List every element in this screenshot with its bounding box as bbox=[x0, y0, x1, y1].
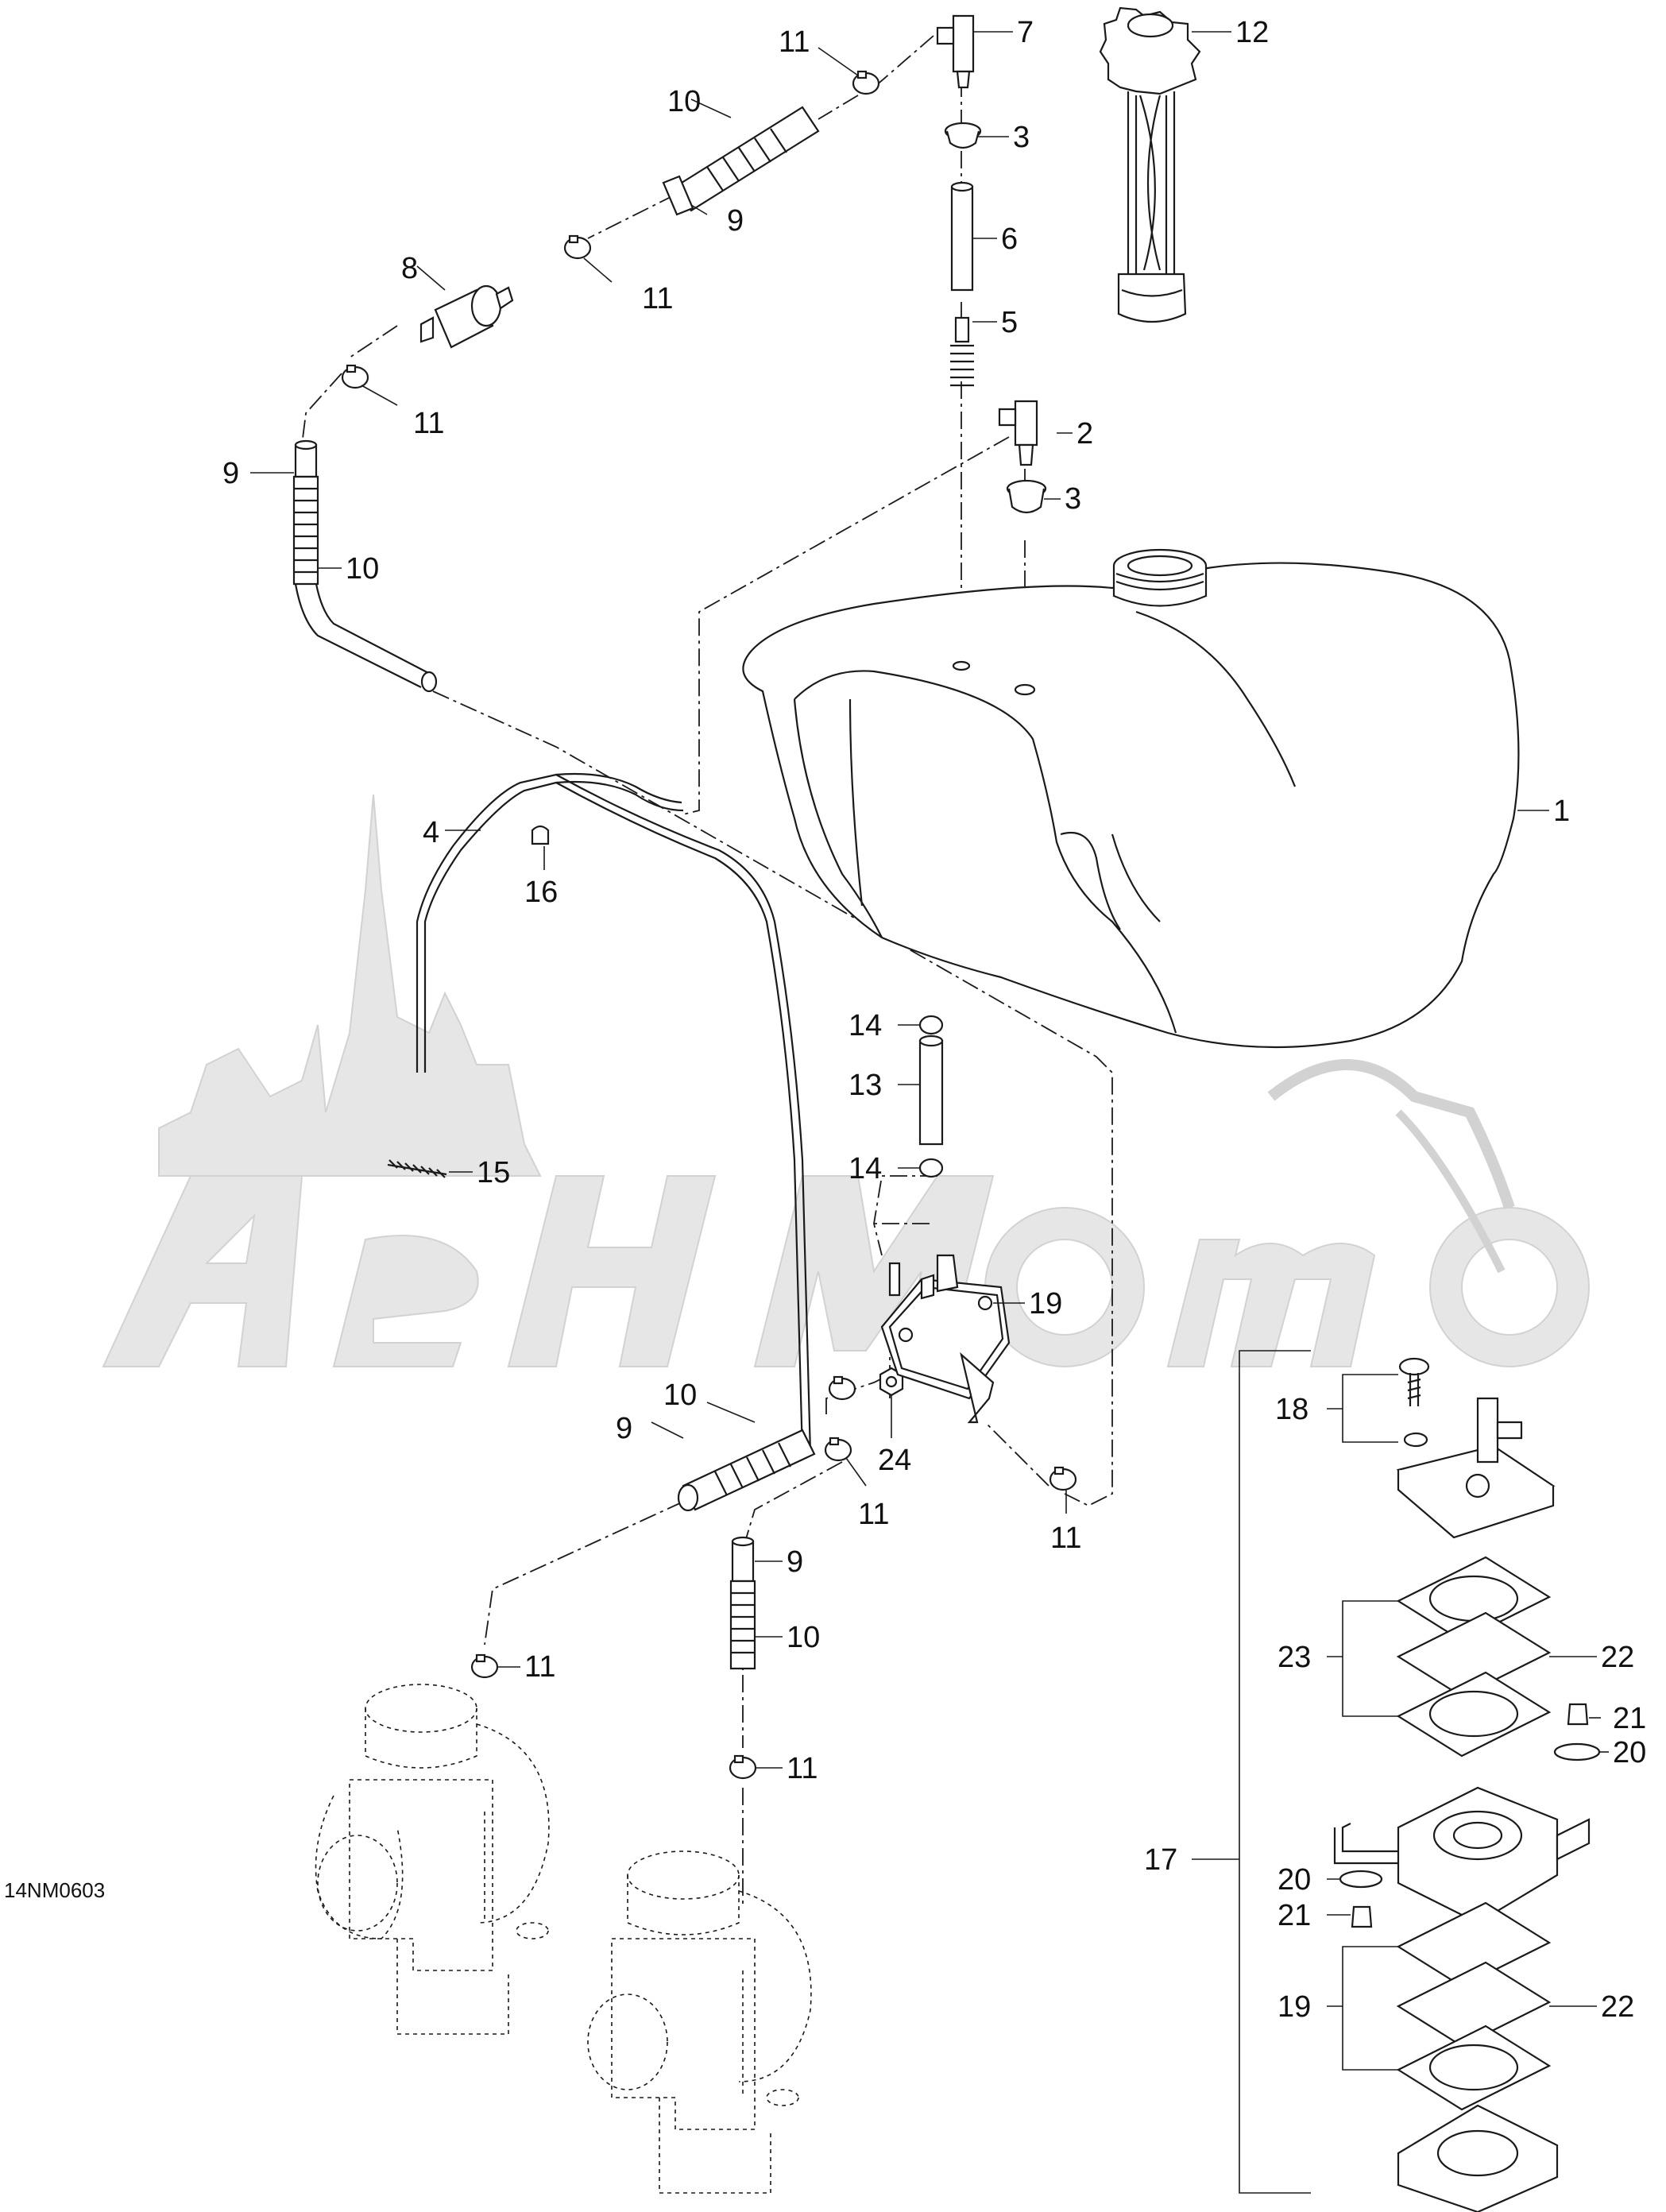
callout-9-lower-left: 9 bbox=[616, 1412, 632, 1445]
callout-11-f: 11 bbox=[524, 1650, 555, 1684]
bracket-leaders bbox=[1327, 1374, 1398, 2071]
callout-23: 23 bbox=[1278, 1641, 1311, 1674]
vent-tube-4 bbox=[416, 772, 812, 1455]
callout-10-upper: 10 bbox=[667, 85, 701, 118]
drawing-code: 14NM0603 bbox=[4, 1878, 105, 1902]
callout-22-lower: 22 bbox=[1601, 1990, 1634, 2024]
tube-6 bbox=[950, 181, 974, 292]
clamp-14-upper bbox=[918, 1015, 944, 1035]
callout-3-lower: 3 bbox=[1065, 482, 1081, 516]
fuel-gauge bbox=[1099, 6, 1201, 323]
callout-14-upper: 14 bbox=[848, 1009, 882, 1042]
carburetor-left bbox=[315, 1684, 550, 2035]
clamp-11-f bbox=[1049, 1466, 1077, 1491]
hose-10-vertical bbox=[729, 1536, 756, 1670]
nut-24 bbox=[879, 1367, 904, 1397]
callout-13: 13 bbox=[848, 1069, 882, 1102]
callout-12: 12 bbox=[1235, 16, 1269, 49]
callout-11-e: 11 bbox=[1050, 1522, 1081, 1555]
callout-22-upper: 22 bbox=[1601, 1641, 1634, 1674]
clamp-11-a bbox=[852, 70, 880, 95]
grommet-3-upper bbox=[944, 122, 982, 149]
callout-10-lower-left: 10 bbox=[663, 1379, 697, 1412]
clamp-11-g bbox=[470, 1653, 499, 1679]
hose-10-lower bbox=[677, 1429, 816, 1512]
callout-10-left: 10 bbox=[346, 552, 379, 586]
callout-20-right: 20 bbox=[1613, 1736, 1646, 1769]
callout-4: 4 bbox=[423, 816, 439, 849]
callout-17: 17 bbox=[1144, 1843, 1177, 1877]
callout-21-left: 21 bbox=[1278, 1899, 1311, 1932]
callout-11-d: 11 bbox=[858, 1498, 889, 1531]
callout-6: 6 bbox=[1001, 222, 1018, 256]
callout-2: 2 bbox=[1077, 417, 1093, 451]
callout-10-lower: 10 bbox=[787, 1621, 820, 1654]
callout-7: 7 bbox=[1017, 16, 1034, 49]
callout-19-gaskets: 19 bbox=[1278, 1990, 1311, 2024]
callout-21-right: 21 bbox=[1613, 1702, 1646, 1735]
check-valve-5 bbox=[950, 316, 974, 387]
callout-11-c: 11 bbox=[413, 407, 444, 440]
callout-9-lower: 9 bbox=[787, 1545, 803, 1579]
hose-10-left bbox=[292, 439, 438, 693]
clamp-11-e bbox=[824, 1437, 852, 1462]
fuel-tank bbox=[742, 548, 1520, 1049]
clamp-14-lower bbox=[918, 1158, 944, 1178]
callout-16: 16 bbox=[524, 876, 558, 909]
callout-9-left: 9 bbox=[222, 457, 239, 490]
callout-18: 18 bbox=[1275, 1393, 1308, 1426]
carburetor-right bbox=[587, 1850, 812, 2194]
spring-15 bbox=[387, 1159, 447, 1178]
elbow-fitting-7 bbox=[936, 14, 975, 89]
clamp-11-b bbox=[563, 234, 592, 260]
callout-leaders bbox=[250, 31, 1609, 2007]
callout-3-upper: 3 bbox=[1013, 121, 1030, 154]
callout-19-pump: 19 bbox=[1029, 1287, 1062, 1321]
elbow-fitting-2 bbox=[998, 400, 1038, 466]
callout-14-lower: 14 bbox=[848, 1152, 882, 1185]
pump-exploded-view bbox=[1239, 1350, 1601, 2212]
clamp-11-c bbox=[341, 364, 369, 389]
clamp-11-d bbox=[828, 1375, 856, 1401]
callout-11-a: 11 bbox=[779, 25, 810, 59]
callout-11-b: 11 bbox=[642, 282, 673, 315]
hose-13 bbox=[918, 1034, 944, 1146]
fuel-pump-assembly bbox=[880, 1254, 1011, 1424]
callout-15: 15 bbox=[477, 1156, 510, 1189]
watermark-logo bbox=[102, 794, 1590, 1367]
callout-11-g: 11 bbox=[787, 1752, 818, 1785]
fuel-filter bbox=[419, 284, 514, 349]
grommet-3-lower bbox=[1006, 479, 1047, 514]
callout-20-left: 20 bbox=[1278, 1863, 1311, 1897]
callout-5: 5 bbox=[1001, 306, 1018, 339]
clamp-11-h bbox=[729, 1754, 757, 1780]
callout-1: 1 bbox=[1553, 795, 1570, 828]
hose-10-upper bbox=[662, 106, 820, 216]
callout-9-upper: 9 bbox=[727, 204, 744, 238]
callout-24: 24 bbox=[878, 1444, 911, 1477]
routing-lines bbox=[301, 35, 1113, 1907]
part-16 bbox=[531, 825, 550, 845]
callout-labels: 1 2 3 3 4 5 6 7 8 9 9 9 9 10 10 10 10 11… bbox=[4, 16, 1646, 2024]
callout-8: 8 bbox=[401, 252, 418, 285]
